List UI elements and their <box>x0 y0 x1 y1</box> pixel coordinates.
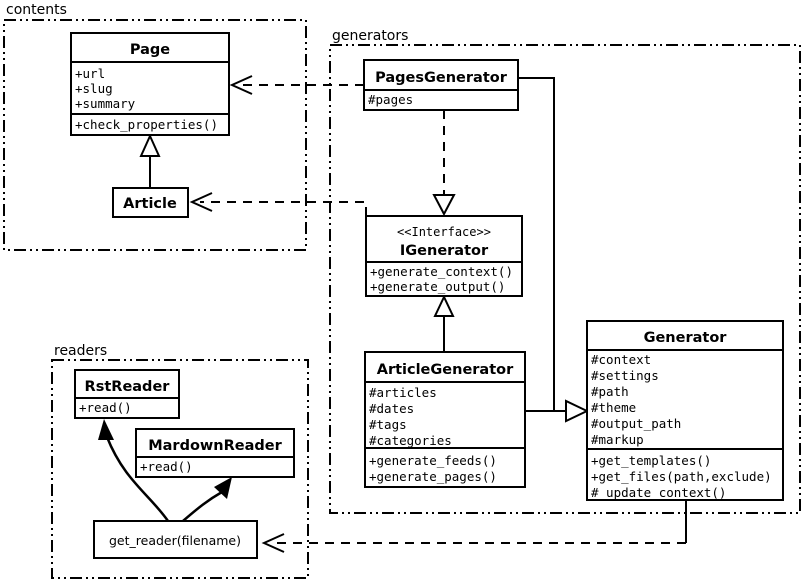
class-article-generator-method: +generate_pages() <box>369 469 497 484</box>
rel-articlegenerator-inherits-generator <box>525 399 590 423</box>
open-arrowhead <box>189 192 213 212</box>
function-get-reader-label: get_reader(filename) <box>109 533 241 548</box>
class-generator[interactable]: Generator #context #settings #path #them… <box>586 320 784 501</box>
class-generator-attribute: #context <box>591 352 651 367</box>
class-mardown-reader[interactable]: MardownReader +read() <box>135 428 295 478</box>
class-article-generator-box[interactable] <box>364 351 526 488</box>
rel-article-inherits-page <box>139 133 161 188</box>
package-contents-label: contents <box>6 2 67 18</box>
package-generators-border <box>329 44 801 514</box>
class-rst-reader[interactable]: RstReader +read() <box>74 369 180 419</box>
class-generator-attribute: #path <box>591 384 629 399</box>
package-readers-border <box>51 359 309 579</box>
dependency-line <box>200 201 367 216</box>
function-get-reader[interactable]: get_reader(filename) <box>93 520 258 559</box>
class-igenerator-method: +generate_output() <box>370 279 505 294</box>
class-page-attribute: +url <box>75 66 105 81</box>
class-igenerator-name: IGenerator <box>400 243 489 259</box>
hollow-triangle-arrowhead <box>139 133 161 157</box>
rel-get-reader-returns-rstreader <box>98 419 170 522</box>
class-article-name: Article <box>123 196 177 212</box>
hollow-triangle-arrowhead <box>433 294 455 317</box>
class-article[interactable]: Article <box>112 187 189 218</box>
class-pages-generator-attribute: #pages <box>368 92 413 107</box>
class-page-box[interactable] <box>70 32 230 136</box>
rel-pagesgenerator-uses-page <box>229 75 364 95</box>
class-page[interactable]: Page +url +slug +summary +check_properti… <box>70 32 230 136</box>
class-pages-generator-box[interactable] <box>363 59 519 111</box>
class-generator-method: +get_files(path,exclude) <box>591 469 772 484</box>
class-generator-attribute: #output_path <box>591 416 681 431</box>
class-mardown-reader-method: +read() <box>140 459 193 474</box>
class-article-generator-name: ArticleGenerator <box>377 362 514 378</box>
class-pages-generator[interactable]: PagesGenerator #pages <box>363 59 519 111</box>
class-page-method: +check_properties() <box>75 117 218 132</box>
function-get-reader-box[interactable] <box>93 520 258 559</box>
return-curve <box>182 490 223 522</box>
class-generator-attribute: #theme <box>591 400 636 415</box>
class-generator-method: +get_templates() <box>591 453 711 468</box>
package-readers-label: readers <box>54 343 107 359</box>
class-article-box[interactable] <box>112 187 189 218</box>
class-generator-name: Generator <box>644 330 728 346</box>
class-article-generator-attribute: #dates <box>369 401 414 416</box>
package-generators: generators <box>329 28 801 514</box>
class-article-generator-method: +generate_feeds() <box>369 453 497 468</box>
class-igenerator[interactable]: <<Interface>> IGenerator +generate_conte… <box>365 215 523 297</box>
class-page-attribute: +slug <box>75 81 113 96</box>
class-rst-reader-box[interactable] <box>74 369 180 419</box>
hollow-triangle-arrowhead <box>432 194 456 217</box>
class-article-generator[interactable]: ArticleGenerator #articles #dates #tags … <box>364 351 526 488</box>
rel-get-reader-returns-mardownreader <box>182 477 232 522</box>
rel-generators-uses-article <box>189 192 367 216</box>
rel-pagesgenerator-realizes-igenerator <box>432 110 456 217</box>
class-generator-attribute: #settings <box>591 368 659 383</box>
solid-arrowhead <box>98 419 114 440</box>
rel-articlegenerator-inherits-igenerator <box>433 294 455 352</box>
open-arrowhead <box>261 533 285 553</box>
class-generator-method: #_update_context() <box>591 485 726 500</box>
hollow-triangle-arrowhead <box>565 399 590 423</box>
return-curve <box>105 436 170 522</box>
class-mardown-reader-box[interactable] <box>135 428 295 478</box>
package-generators-label: generators <box>332 28 408 44</box>
class-article-generator-attribute: #categories <box>369 433 452 448</box>
class-article-generator-attribute: #tags <box>369 417 407 432</box>
package-contents: contents <box>3 2 307 251</box>
class-rst-reader-method: +read() <box>79 400 132 415</box>
rel-generator-uses-get-reader <box>261 500 687 553</box>
class-igenerator-stereotype: <<Interface>> <box>397 225 491 239</box>
class-igenerator-box[interactable] <box>365 215 523 297</box>
package-contents-border <box>3 19 307 251</box>
class-rst-reader-name: RstReader <box>85 379 171 395</box>
class-igenerator-method: +generate_context() <box>370 264 513 279</box>
solid-arrowhead <box>214 477 232 499</box>
open-arrowhead <box>229 75 253 95</box>
package-readers: readers <box>51 343 309 579</box>
class-generator-attribute: #markup <box>591 432 644 447</box>
class-page-name: Page <box>130 42 170 58</box>
class-pages-generator-name: PagesGenerator <box>375 70 508 86</box>
class-page-attribute: +summary <box>75 96 136 111</box>
class-article-generator-attribute: #articles <box>369 385 437 400</box>
class-mardown-reader-name: MardownReader <box>148 438 282 454</box>
